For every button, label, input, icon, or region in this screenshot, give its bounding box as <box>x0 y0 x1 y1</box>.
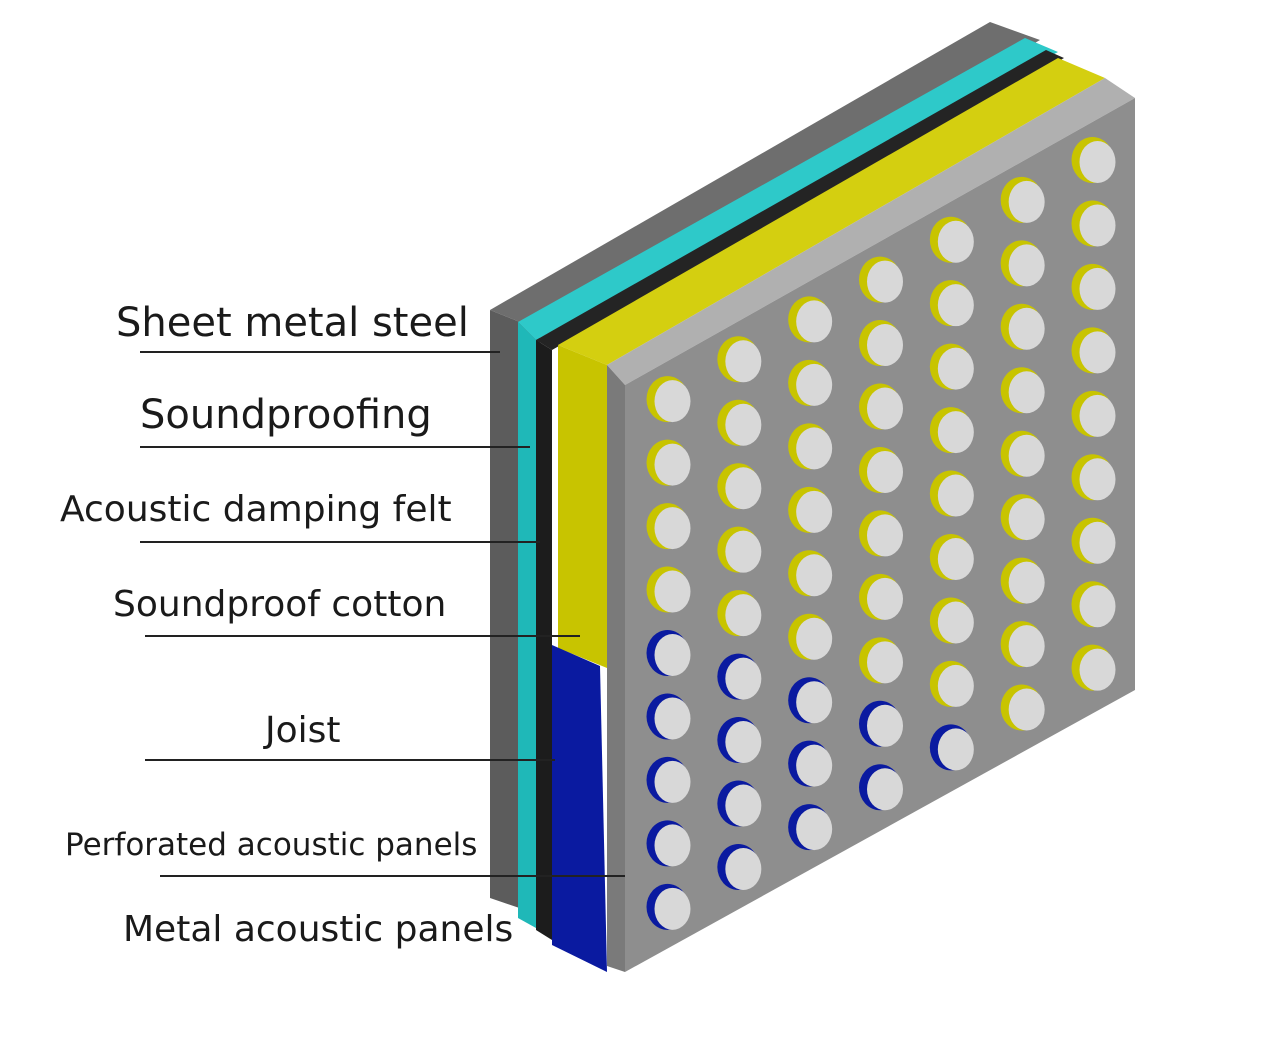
perforation-hole <box>1008 434 1045 477</box>
perforation-hole <box>867 260 903 303</box>
perforation-hole <box>725 721 762 764</box>
perforation-hole <box>937 728 974 771</box>
perforation-hole <box>1079 140 1116 183</box>
acoustic-damping-felt-top <box>536 50 1064 350</box>
perforation-hole <box>1008 561 1045 604</box>
perforation-hole <box>796 490 833 533</box>
perforation-hole <box>725 403 762 446</box>
perforation-hole <box>654 887 691 930</box>
label-acoustic-damping-felt: Acoustic damping felt <box>60 489 452 530</box>
perforated-panel-side <box>607 365 625 972</box>
perforation-hole <box>1079 331 1116 374</box>
perforation-hole <box>937 220 974 263</box>
sheet-metal-steel-top <box>490 22 1040 330</box>
perforation-hole <box>796 744 833 787</box>
acoustic-damping-felt-layer <box>536 340 552 940</box>
perforation-hole <box>867 641 903 684</box>
perforation-hole <box>796 363 833 406</box>
label-perforated-acoustic-panels: Perforated acoustic panels <box>65 827 478 863</box>
perforation-hole <box>867 387 903 430</box>
perforation-hole <box>867 514 903 557</box>
soundproofing-top <box>518 38 1058 340</box>
perforation-hole <box>725 594 762 637</box>
perforation-hole <box>725 784 762 827</box>
perforation-hole <box>725 847 762 890</box>
perforation-hole <box>654 697 691 740</box>
perforation-hole <box>796 300 833 343</box>
perforation-hole <box>1079 648 1116 691</box>
perforation-hole <box>654 443 691 486</box>
perforation-hole <box>1079 394 1116 437</box>
perforation-hole <box>725 467 762 510</box>
perforation-hole <box>1008 498 1045 541</box>
label-soundproof-cotton: Soundproof cotton <box>113 584 447 625</box>
perforation-hole <box>867 768 903 811</box>
joist-layer <box>552 645 607 972</box>
perforation-hole <box>867 577 903 620</box>
perforation-hole <box>1079 204 1116 247</box>
perforation-hole <box>1079 521 1116 564</box>
perforation-hole <box>654 760 691 803</box>
perforation-hole <box>867 450 903 493</box>
perforation-hole <box>1079 267 1116 310</box>
perforation-hole <box>1008 307 1045 350</box>
perforation-hole <box>1008 625 1045 668</box>
perforation-hole <box>796 427 833 470</box>
label-joist: Joist <box>265 710 341 751</box>
perforation-hole <box>796 808 833 851</box>
perforation-hole <box>725 657 762 700</box>
soundproofing-layer <box>518 322 536 928</box>
perforation-hole <box>796 554 833 597</box>
perforation-hole <box>937 601 974 644</box>
perforation-hole <box>1008 180 1045 223</box>
perforated-panel-top <box>607 78 1135 385</box>
perforation-hole <box>796 681 833 724</box>
perforation-hole <box>654 824 691 867</box>
perforation-hole <box>1079 458 1116 501</box>
label-metal-acoustic-panels: Metal acoustic panels <box>123 909 514 950</box>
perforation-hole <box>1008 688 1045 731</box>
perforation-hole <box>725 340 762 383</box>
perforation-hole <box>1008 371 1045 414</box>
perforation-holes <box>646 136 1116 930</box>
perforation-hole <box>937 474 974 517</box>
perforation-hole <box>937 284 974 327</box>
perforation-hole <box>654 507 691 550</box>
perforation-hole <box>867 704 903 747</box>
perforation-hole <box>654 380 691 423</box>
perforation-hole <box>937 411 974 454</box>
perforation-hole <box>937 538 974 581</box>
soundproof-cotton-top <box>558 58 1105 365</box>
perforation-hole <box>1008 244 1045 287</box>
soundproof-cotton-layer <box>558 345 607 668</box>
perforation-hole <box>725 530 762 573</box>
label-soundproofing: Soundproofing <box>140 392 432 438</box>
perforation-hole <box>937 347 974 390</box>
perforation-hole <box>937 664 974 707</box>
perforation-hole <box>654 570 691 613</box>
perforation-hole <box>867 324 903 367</box>
perforation-hole <box>1079 585 1116 628</box>
perforation-hole <box>796 617 833 660</box>
leader-lines <box>140 351 625 877</box>
label-sheet-metal-steel: Sheet metal steel <box>116 300 469 346</box>
perforation-hole <box>654 633 691 676</box>
